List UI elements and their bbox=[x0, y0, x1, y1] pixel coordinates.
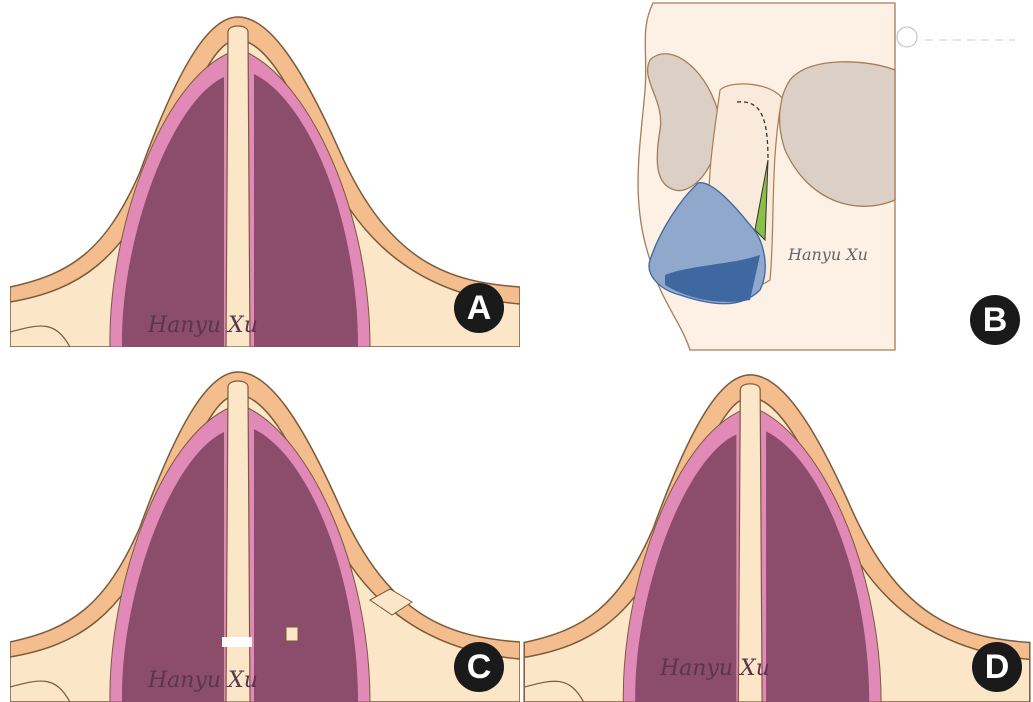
panel-b-lateral-view: Hanyu Xu bbox=[637, 2, 896, 351]
panel-d-cross-section: Hanyu Xu bbox=[522, 360, 1032, 702]
dashed-line bbox=[736, 101, 769, 161]
septal-fracture bbox=[222, 637, 252, 647]
bone-fragment bbox=[369, 588, 413, 616]
signature: Hanyu Xu bbox=[659, 656, 770, 681]
panel-label-c: C bbox=[454, 642, 504, 692]
signature: Hanyu Xu bbox=[147, 668, 258, 693]
graft bbox=[754, 159, 769, 242]
left-orbit bbox=[647, 53, 721, 192]
signature: Hanyu Xu bbox=[147, 313, 258, 338]
signature: Hanyu Xu bbox=[787, 245, 868, 264]
panel-c-cross-section: Hanyu Xu bbox=[10, 357, 520, 702]
panel-a-cross-section: Hanyu Xu bbox=[10, 2, 520, 347]
right-orbit bbox=[778, 61, 896, 207]
splint-dark bbox=[665, 255, 760, 302]
watermark-logo bbox=[896, 26, 1015, 48]
panel-label-d: D bbox=[972, 642, 1022, 692]
panel-label-a: A bbox=[454, 283, 504, 333]
bone-fragment bbox=[285, 626, 299, 642]
panel-label-b: B bbox=[970, 295, 1020, 345]
